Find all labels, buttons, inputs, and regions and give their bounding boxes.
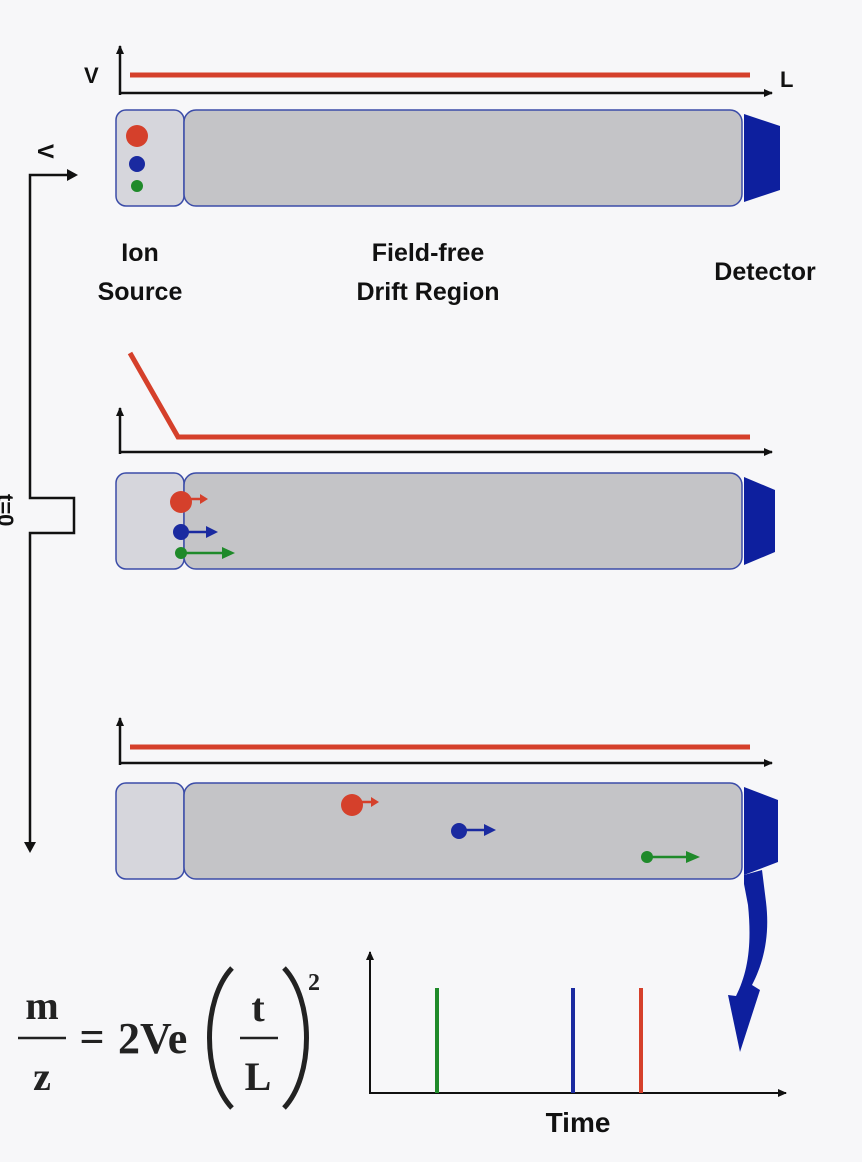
ion-source-label-line1: Ion bbox=[121, 239, 159, 267]
y-axis-label: V bbox=[84, 63, 99, 88]
ion-medium-arrowhead bbox=[206, 526, 218, 538]
spectrum-x-label: Time bbox=[546, 1107, 611, 1138]
drift-tube bbox=[183, 109, 743, 207]
ion-light-arrowhead bbox=[222, 547, 235, 559]
ion-heavy bbox=[170, 491, 192, 513]
ion-source-chamber bbox=[115, 782, 185, 880]
panel2-potential-line bbox=[127, 351, 750, 440]
eq-coefficient: 2Ve bbox=[118, 1014, 187, 1063]
drift-region-label-line1: Field-free bbox=[372, 239, 485, 267]
ion-heavy-arrowhead bbox=[200, 494, 208, 504]
eq-exponent: 2 bbox=[308, 970, 320, 996]
eq-equals: = bbox=[79, 1013, 104, 1062]
ion-source-label-line2: Source bbox=[98, 278, 183, 306]
timing-line bbox=[28, 173, 76, 848]
eq-left-paren bbox=[207, 966, 234, 1110]
ion-medium bbox=[451, 823, 467, 839]
drift-region-label-line2: Drift Region bbox=[356, 278, 499, 306]
ion-medium bbox=[173, 524, 189, 540]
eq-right-paren bbox=[282, 966, 309, 1110]
tof-spectrum: Time bbox=[366, 951, 787, 1138]
timing-axis-label-v: V bbox=[33, 144, 58, 159]
ion-light bbox=[641, 851, 653, 863]
eq-frac-den-l: L bbox=[245, 1054, 272, 1099]
detector-label: Detector bbox=[714, 258, 816, 286]
panel-1: V L Ion Source Field-free Drift Region D… bbox=[84, 45, 816, 306]
tof-equation: m z = 2Ve t L 2 bbox=[18, 966, 320, 1110]
ion-medium bbox=[129, 156, 145, 172]
eq-numerator-m: m bbox=[25, 983, 58, 1028]
ion-heavy bbox=[126, 125, 148, 147]
ion-medium-arrowhead bbox=[484, 824, 496, 836]
panel-3 bbox=[115, 717, 778, 1052]
detector-signal-arrow bbox=[728, 787, 768, 1052]
drift-tube bbox=[183, 472, 743, 570]
ion-light bbox=[175, 547, 187, 559]
detector-shape bbox=[744, 787, 778, 875]
timing-axis: V t=0 bbox=[0, 144, 78, 853]
timing-axis-label-t0: t=0 bbox=[0, 494, 18, 526]
timing-arrow-top bbox=[67, 169, 78, 181]
panel-2 bbox=[115, 351, 775, 570]
ion-heavy-arrowhead bbox=[371, 797, 379, 807]
timing-arrow-bottom bbox=[24, 842, 36, 853]
ion-light bbox=[131, 180, 143, 192]
ion-source-chamber bbox=[115, 472, 185, 570]
ion-light-arrowhead bbox=[686, 851, 700, 863]
ion-source-chamber bbox=[115, 109, 185, 207]
x-axis-label: L bbox=[780, 67, 793, 92]
ion-heavy bbox=[341, 794, 363, 816]
detector-shape bbox=[744, 114, 780, 202]
eq-frac-num-t: t bbox=[251, 985, 265, 1030]
detector-shape bbox=[744, 477, 775, 565]
eq-denominator-z: z bbox=[33, 1054, 51, 1099]
